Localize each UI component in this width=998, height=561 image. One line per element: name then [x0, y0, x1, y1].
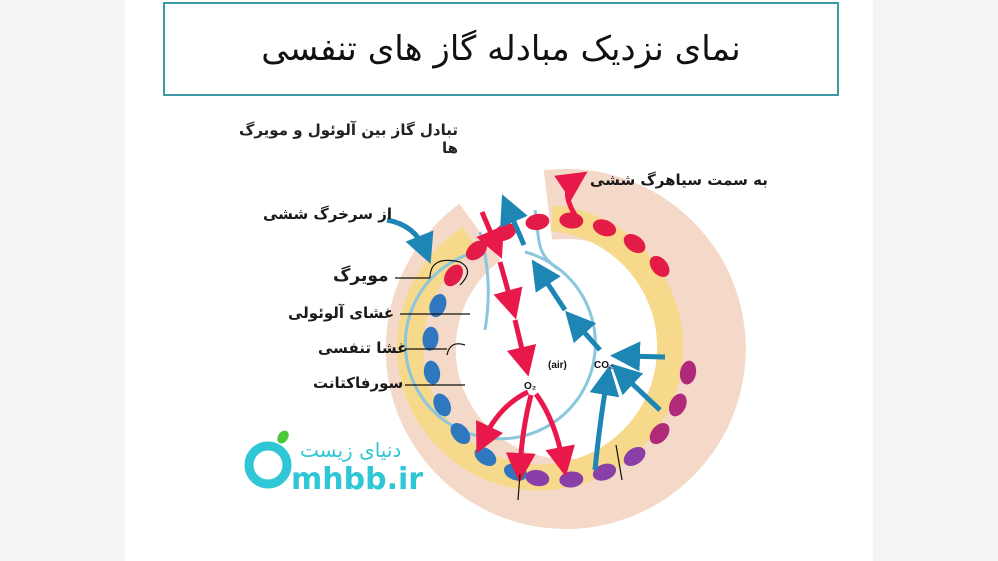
- blood-cell: [423, 360, 441, 385]
- logo-text-persian: دنیای زیست: [300, 438, 402, 462]
- air-label: (air): [548, 360, 567, 371]
- label-respiratory-membrane: غشا تنفسی: [318, 339, 408, 357]
- blood-cell: [679, 360, 697, 385]
- blood-cell: [649, 423, 670, 445]
- title-box: نمای نزدیک مبادله گاز های تنفسی: [163, 2, 839, 96]
- blood-cell: [649, 255, 670, 277]
- o2-label: O₂: [524, 381, 536, 392]
- label-alveolar-membrane: غشای آلوئولی: [288, 304, 395, 322]
- slide-title: نمای نزدیک مبادله گاز های تنفسی: [261, 29, 741, 69]
- blood-cell: [623, 446, 646, 466]
- label-surfactant: سورفاکتانت: [313, 374, 404, 392]
- label-from-artery: از سرخرگ ششی: [263, 205, 392, 223]
- blood-cell: [592, 219, 617, 237]
- blood-cell: [422, 326, 439, 351]
- blood-cell: [444, 264, 464, 287]
- logo-text-domain: mhbb.ir: [291, 462, 424, 497]
- blood-cell: [433, 393, 452, 417]
- label-to-vein: به سمت سیاهرگ ششی: [590, 171, 768, 189]
- oxygen-arrows: [476, 171, 588, 483]
- blood-cell: [592, 463, 617, 481]
- diagram-subtitle: تبادل گاز بین آلوئول و مویرگ ها: [238, 121, 458, 157]
- label-capillary: مویرگ: [333, 266, 389, 286]
- logo-ring: [244, 441, 292, 489]
- blood-cell: [668, 393, 687, 417]
- co2-label: CO₂: [594, 360, 613, 371]
- blood-cell: [559, 212, 584, 229]
- blood-cell: [623, 234, 646, 254]
- blood-cell: [525, 213, 550, 231]
- pointer-lines: [395, 259, 623, 501]
- blood-cell: [429, 293, 447, 318]
- blood-cell: [450, 423, 471, 445]
- logo-leaf-icon: [277, 430, 289, 444]
- co2-arrows: [386, 194, 666, 471]
